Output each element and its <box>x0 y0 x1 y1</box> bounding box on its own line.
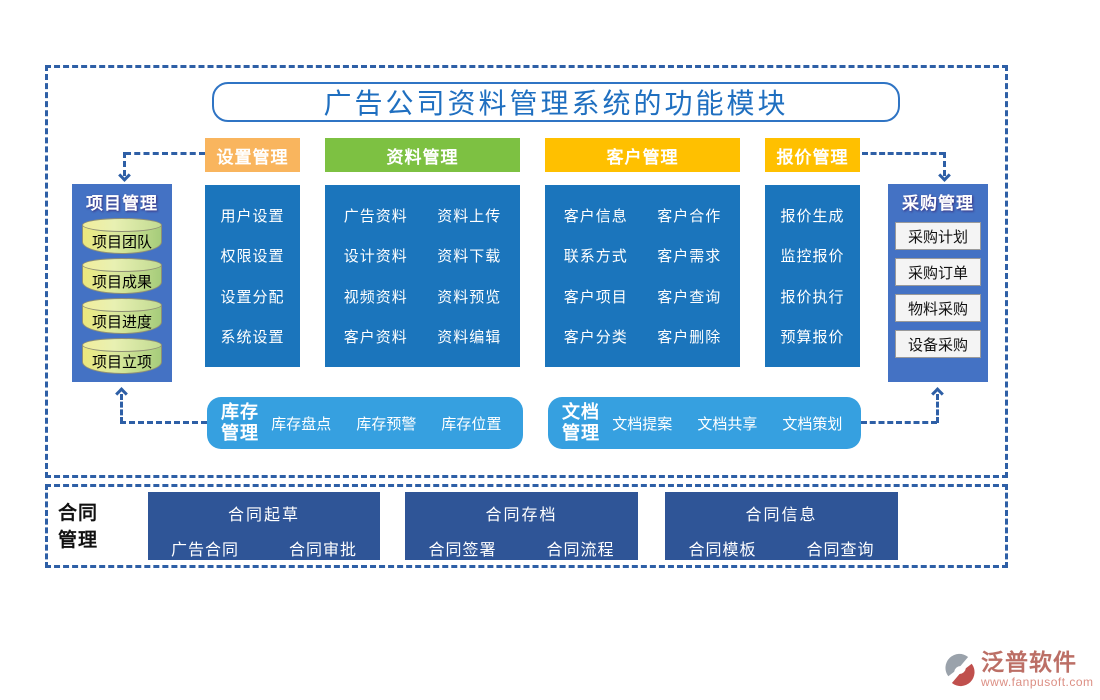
diagram-title-box: 广告公司资料管理系统的功能模块 <box>212 82 900 122</box>
customers-item: 客户需求 <box>657 248 722 266</box>
contract-item: 合同审批 <box>289 542 358 559</box>
main-modules-frame <box>45 65 1008 478</box>
contract-draft-box: 合同起草 广告合同 合同审批 <box>148 492 380 560</box>
customers-item: 客户查询 <box>657 288 722 306</box>
fanpu-swirl-icon <box>945 653 975 687</box>
project-panel-title: 项目管理 <box>86 194 158 213</box>
connector-settings-to-project-h <box>125 152 205 155</box>
vendor-logo-name: 泛普软件 <box>981 649 1077 675</box>
connector-documents-to-purchase-v <box>936 394 939 423</box>
settings-column: 用户设置 权限设置 设置分配 系统设置 <box>205 185 300 367</box>
quotes-item: 监控报价 <box>780 248 845 266</box>
header-customers-management: 客户管理 <box>545 138 740 172</box>
header-materials-management: 资料管理 <box>325 138 520 172</box>
customers-item: 联系方式 <box>563 248 628 266</box>
contract-archive-box: 合同存档 合同签署 合同流程 <box>405 492 638 560</box>
customers-item: 客户项目 <box>563 288 628 306</box>
materials-item: 资料编辑 <box>437 329 502 347</box>
materials-item: 设计资料 <box>343 248 408 266</box>
connector-quotes-to-purchase-v <box>943 152 946 176</box>
materials-item: 资料下载 <box>437 248 502 266</box>
contract-info-box: 合同信息 合同模板 合同查询 <box>665 492 898 560</box>
document-item: 文档策划 <box>782 415 843 433</box>
document-bar-title: 文档管理 <box>562 402 600 443</box>
contract-group-items: 合同签署 合同流程 <box>405 536 638 560</box>
header-quotes-management: 报价管理 <box>765 138 860 172</box>
contract-group-title: 合同信息 <box>745 507 818 524</box>
document-items: 文档提案 文档共享 文档策划 <box>612 413 842 434</box>
vendor-logo: 泛普软件 www.fanpusoft.com <box>942 649 1094 690</box>
cylinder-label: 项目成果 <box>91 274 152 291</box>
contract-item: 合同查询 <box>806 542 875 559</box>
database-cylinder: 项目成果 <box>82 258 162 294</box>
purchase-item: 设备采购 <box>895 330 981 358</box>
settings-item: 用户设置 <box>220 207 285 225</box>
contract-item: 合同签署 <box>428 542 497 559</box>
diagram-title: 广告公司资料管理系统的功能模块 <box>323 88 789 119</box>
contract-item: 合同模板 <box>688 542 757 559</box>
purchase-item: 采购计划 <box>895 222 981 250</box>
contract-group-title: 合同起草 <box>227 507 300 524</box>
connector-inventory-to-project-v <box>120 394 123 423</box>
purchase-panel-title: 采购管理 <box>902 194 974 213</box>
materials-item: 客户资料 <box>343 329 408 347</box>
settings-item: 权限设置 <box>220 248 285 266</box>
connector-documents-to-purchase-h <box>861 421 937 424</box>
cylinder-label: 项目进度 <box>91 314 152 331</box>
materials-item: 资料预览 <box>437 288 502 306</box>
quotes-column: 报价生成 监控报价 报价执行 预算报价 <box>765 185 860 367</box>
contract-group-items: 广告合同 合同审批 <box>148 536 380 560</box>
materials-item: 广告资料 <box>343 207 408 225</box>
customers-item: 客户删除 <box>657 329 722 347</box>
vendor-logo-url: www.fanpusoft.com <box>981 675 1094 690</box>
inventory-item: 库存盘点 <box>271 415 332 433</box>
database-cylinder: 项目团队 <box>82 218 162 254</box>
cylinder-top <box>82 338 162 352</box>
quotes-item: 报价生成 <box>780 207 845 225</box>
document-item: 文档提案 <box>612 415 673 433</box>
database-cylinder: 项目进度 <box>82 298 162 334</box>
inventory-management-bar: 库存管理 库存盘点 库存预警 库存位置 <box>207 397 523 449</box>
connector-inventory-to-project-h <box>120 421 207 424</box>
settings-item: 设置分配 <box>220 288 285 306</box>
contract-management-label: 合同管理 <box>58 503 99 551</box>
contract-section-frame <box>45 484 1008 568</box>
customers-item: 客户信息 <box>563 207 628 225</box>
document-item: 文档共享 <box>697 415 758 433</box>
customers-column: 客户信息 客户合作 联系方式 客户需求 客户项目 客户查询 客户分类 客户删除 <box>545 185 740 367</box>
cylinder-top <box>82 258 162 272</box>
document-management-bar: 文档管理 文档提案 文档共享 文档策划 <box>548 397 861 449</box>
inventory-bar-title: 库存管理 <box>221 402 259 443</box>
materials-item: 视频资料 <box>343 288 408 306</box>
inventory-items: 库存盘点 库存预警 库存位置 <box>271 413 501 434</box>
cylinder-label: 项目团队 <box>91 234 152 251</box>
header-settings-management: 设置管理 <box>205 138 300 172</box>
database-cylinder: 项目立项 <box>82 338 162 374</box>
purchase-management-panel: 采购管理 采购计划 采购订单 物料采购 设备采购 <box>888 184 988 382</box>
quotes-item: 报价执行 <box>780 288 845 306</box>
quotes-item: 预算报价 <box>780 329 845 347</box>
cylinder-label: 项目立项 <box>91 354 152 371</box>
cylinder-top <box>82 298 162 312</box>
settings-item: 系统设置 <box>220 329 285 347</box>
contract-item: 合同流程 <box>546 542 615 559</box>
customers-item: 客户分类 <box>563 329 628 347</box>
connector-quotes-to-purchase-h <box>862 152 945 155</box>
materials-item: 资料上传 <box>437 207 502 225</box>
contract-group-items: 合同模板 合同查询 <box>665 536 898 560</box>
contract-item: 广告合同 <box>170 542 239 559</box>
materials-column: 广告资料 资料上传 设计资料 资料下载 视频资料 资料预览 客户资料 资料编辑 <box>325 185 520 367</box>
inventory-item: 库存位置 <box>441 415 502 433</box>
connector-settings-to-project-v <box>123 152 126 176</box>
cylinder-top <box>82 218 162 232</box>
purchase-item: 物料采购 <box>895 294 981 322</box>
project-management-panel: 项目管理 项目团队 项目成果 项目进度 项目立项 <box>72 184 172 382</box>
contract-group-title: 合同存档 <box>485 507 558 524</box>
customers-item: 客户合作 <box>657 207 722 225</box>
purchase-item: 采购订单 <box>895 258 981 286</box>
inventory-item: 库存预警 <box>356 415 417 433</box>
